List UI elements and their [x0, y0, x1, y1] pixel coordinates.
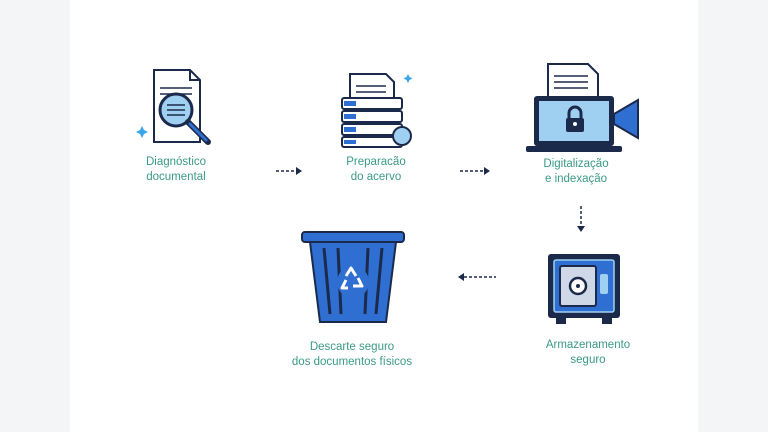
step-descarte	[300, 230, 406, 326]
arrow-left-4	[458, 273, 496, 281]
document-stack-icon	[341, 73, 413, 148]
step-armazenamento	[546, 252, 622, 326]
step-diagnostico	[136, 66, 236, 156]
step-preparacao	[336, 70, 420, 152]
recycle-bin-icon	[301, 231, 405, 323]
step-digitalizacao-label: Digitalização e indexação	[543, 158, 609, 185]
step-descarte-label: Descarte seguro dos documentos físicos	[291, 341, 413, 368]
arrow-down-3	[577, 206, 585, 232]
safe-icon	[548, 254, 620, 324]
step-preparacao-label: Preparacão do acervo	[346, 156, 406, 183]
magnifier-document-icon	[136, 69, 211, 145]
step-diagnostico-label: Diagnóstico documental	[145, 156, 207, 183]
step-armazenamento-label: Armazenamento seguro	[545, 339, 631, 366]
arrow-right-1	[276, 167, 302, 175]
laptop-lock-camera-icon	[526, 63, 639, 152]
arrow-right-2	[460, 167, 490, 175]
step-digitalizacao	[526, 62, 640, 154]
